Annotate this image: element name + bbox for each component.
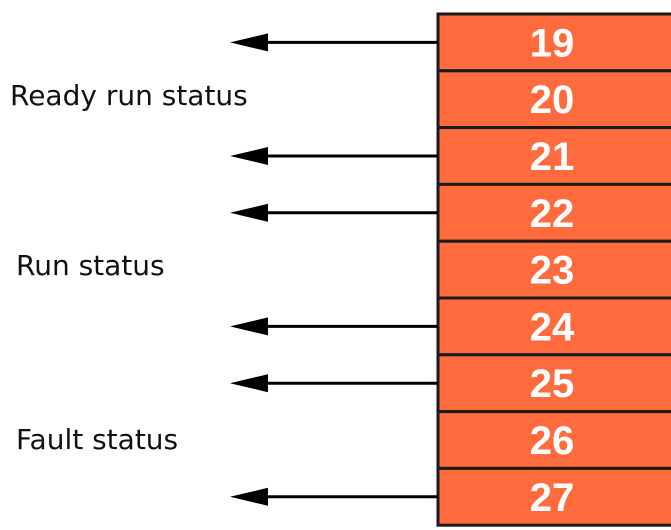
terminal-number-25: 25	[530, 362, 575, 406]
label-fault-status: Fault status	[16, 423, 178, 456]
terminal-number-24: 24	[530, 305, 575, 349]
terminal-number-19: 19	[530, 21, 575, 65]
terminal-block-column: 19 20 21 22 23 24 25 26 27	[436, 12, 671, 527]
terminal-26	[436, 410, 671, 470]
terminal-25	[436, 353, 671, 414]
terminal-number-27: 27	[530, 476, 575, 520]
arrow-head-24	[230, 317, 268, 336]
terminal-22	[436, 182, 671, 243]
terminal-number-23: 23	[530, 249, 575, 293]
label-run-status: Run status	[16, 249, 165, 282]
terminal-number-20: 20	[530, 78, 575, 122]
signal-arrows	[230, 33, 438, 506]
terminal-23	[436, 239, 671, 300]
label-ready-run-status: Ready run status	[10, 79, 248, 112]
arrow-head-25	[230, 374, 268, 393]
terminal-27	[436, 466, 671, 527]
arrow-head-19	[230, 33, 268, 52]
terminal-number-22: 22	[530, 192, 575, 236]
arrow-head-22	[230, 203, 268, 222]
terminal-20	[436, 69, 671, 130]
terminal-number-26: 26	[530, 419, 575, 463]
arrow-head-21	[230, 147, 268, 165]
terminal-number-21: 21	[530, 135, 575, 179]
arrow-head-27	[230, 487, 268, 506]
